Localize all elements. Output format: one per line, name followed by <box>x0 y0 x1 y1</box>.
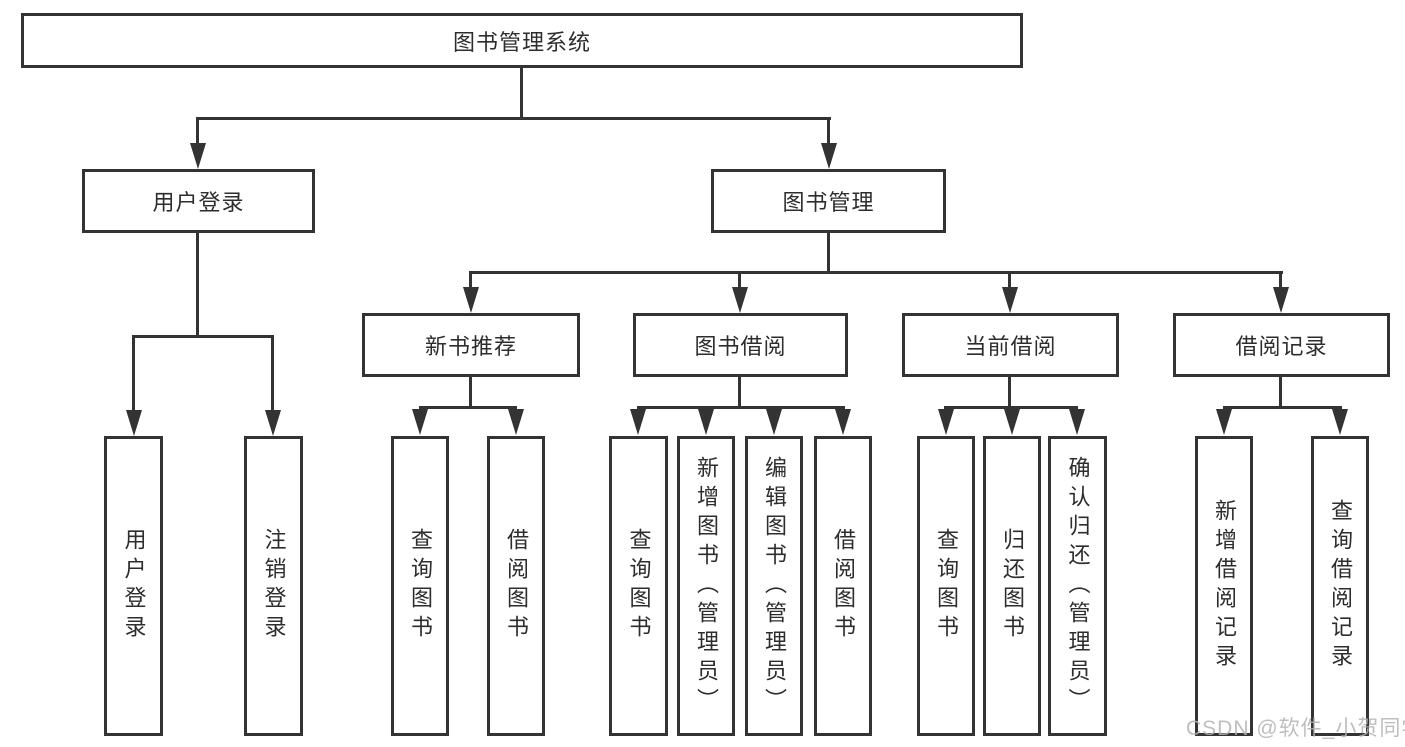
leaf-borrow-books-2: 借阅图书 <box>814 436 872 736</box>
node-book-management: 图书管理 <box>711 169 946 233</box>
arrowhead-down-icon <box>1004 409 1020 435</box>
connector-userlogin-stem <box>196 117 199 147</box>
connector-bookmgmt-down <box>827 233 830 273</box>
leaf-add-book-admin-label: 新增图书（管理员） <box>694 455 719 717</box>
csdn-watermark: CSDN @软件_小贺同学 <box>1186 717 1405 740</box>
arrowhead-down-icon <box>463 287 479 313</box>
connector-l3-stem <box>469 271 472 291</box>
leaf-query-borrow-record: 查询借阅记录 <box>1311 436 1369 736</box>
connector-userlogin-bar <box>132 335 274 338</box>
connector-l3-stem <box>1008 271 1011 291</box>
leaf-logout-label: 注销登录 <box>261 528 287 644</box>
node-current-borrow: 当前借阅 <box>902 313 1119 377</box>
connector-records-down <box>1279 377 1282 408</box>
connector-root-stem <box>520 68 523 118</box>
leaf-query-books-current-label: 查询图书 <box>934 528 959 644</box>
arrowhead-down-icon <box>1069 409 1085 435</box>
leaf-query-books-borrow: 查询图书 <box>609 436 668 736</box>
leaf-edit-book-admin: 编辑图书（管理员） <box>745 436 803 736</box>
connector-l3-stem <box>738 271 741 291</box>
node-book-borrow-label: 图书借阅 <box>694 334 787 359</box>
arrowhead-down-icon <box>732 287 748 313</box>
leaf-add-borrow-record: 新增借阅记录 <box>1195 436 1253 736</box>
arrowhead-down-icon <box>190 143 206 169</box>
leaf-user-login: 用户登录 <box>104 436 163 736</box>
node-borrow-records: 借阅记录 <box>1173 313 1390 377</box>
arrowhead-down-icon <box>835 409 851 435</box>
node-root: 图书管理系统 <box>21 13 1023 68</box>
arrowhead-down-icon <box>508 409 524 435</box>
node-new-book-recommend-label: 新书推荐 <box>424 334 517 359</box>
connector-l3-stem <box>1279 271 1282 291</box>
arrowhead-down-icon <box>1002 287 1018 313</box>
node-new-book-recommend: 新书推荐 <box>362 313 580 377</box>
leaf-user-login-label: 用户登录 <box>121 528 147 644</box>
connector-records-bar <box>1223 406 1342 409</box>
leaf-query-books-recommend: 查询图书 <box>391 436 449 736</box>
arrowhead-down-icon <box>1332 409 1348 435</box>
arrowhead-down-icon <box>412 409 428 435</box>
leaf-borrow-books-recommend-label: 借阅图书 <box>504 528 529 644</box>
connector-leaf-stem <box>132 335 135 413</box>
arrowhead-down-icon <box>698 409 714 435</box>
arrowhead-down-icon <box>766 409 782 435</box>
leaf-add-book-admin: 新增图书（管理员） <box>677 436 735 736</box>
connector-root-bar <box>197 117 831 120</box>
node-current-borrow-label: 当前借阅 <box>964 334 1057 359</box>
arrowhead-down-icon <box>821 143 837 169</box>
leaf-add-borrow-record-label: 新增借阅记录 <box>1212 499 1237 673</box>
leaf-return-book: 归还图书 <box>983 436 1041 736</box>
leaf-return-book-label: 归还图书 <box>1000 528 1025 644</box>
arrowhead-down-icon <box>1273 287 1289 313</box>
leaf-edit-book-admin-label: 编辑图书（管理员） <box>762 455 787 717</box>
connector-bookborrow-bar <box>637 406 845 409</box>
arrowhead-down-icon <box>630 409 646 435</box>
connector-recommend-down <box>469 377 472 408</box>
leaf-query-books-borrow-label: 查询图书 <box>626 528 652 644</box>
leaf-borrow-books-recommend: 借阅图书 <box>487 436 545 736</box>
leaf-query-books-recommend-label: 查询图书 <box>408 528 433 644</box>
node-book-management-label: 图书管理 <box>782 190 875 215</box>
node-user-login: 用户登录 <box>82 169 315 233</box>
node-root-label: 图书管理系统 <box>452 29 591 55</box>
connector-currentborrow-down <box>1008 377 1011 408</box>
leaf-confirm-return-admin-label: 确认归还（管理员） <box>1065 455 1091 717</box>
connector-bookmgmt-stem <box>827 117 830 147</box>
leaf-logout: 注销登录 <box>244 436 303 736</box>
connector-leaf-stem <box>271 335 274 413</box>
arrowhead-down-icon <box>938 409 954 435</box>
connector-bookmgmt-bar <box>470 271 1283 274</box>
connector-userlogin-down <box>196 233 199 336</box>
node-book-borrow: 图书借阅 <box>633 313 848 377</box>
connector-currentborrow-bar <box>944 406 1078 409</box>
arrowhead-down-icon <box>265 410 281 436</box>
leaf-confirm-return-admin: 确认归还（管理员） <box>1048 436 1107 736</box>
connector-bookborrow-down <box>738 377 741 408</box>
connector-recommend-bar <box>419 406 517 409</box>
node-borrow-records-label: 借阅记录 <box>1235 334 1328 359</box>
leaf-query-borrow-record-label: 查询借阅记录 <box>1328 499 1353 673</box>
node-user-login-label: 用户登录 <box>152 190 245 215</box>
leaf-query-books-current: 查询图书 <box>917 436 975 736</box>
arrowhead-down-icon <box>126 410 142 436</box>
arrowhead-down-icon <box>1216 409 1232 435</box>
leaf-borrow-books-2-label: 借阅图书 <box>831 528 856 644</box>
